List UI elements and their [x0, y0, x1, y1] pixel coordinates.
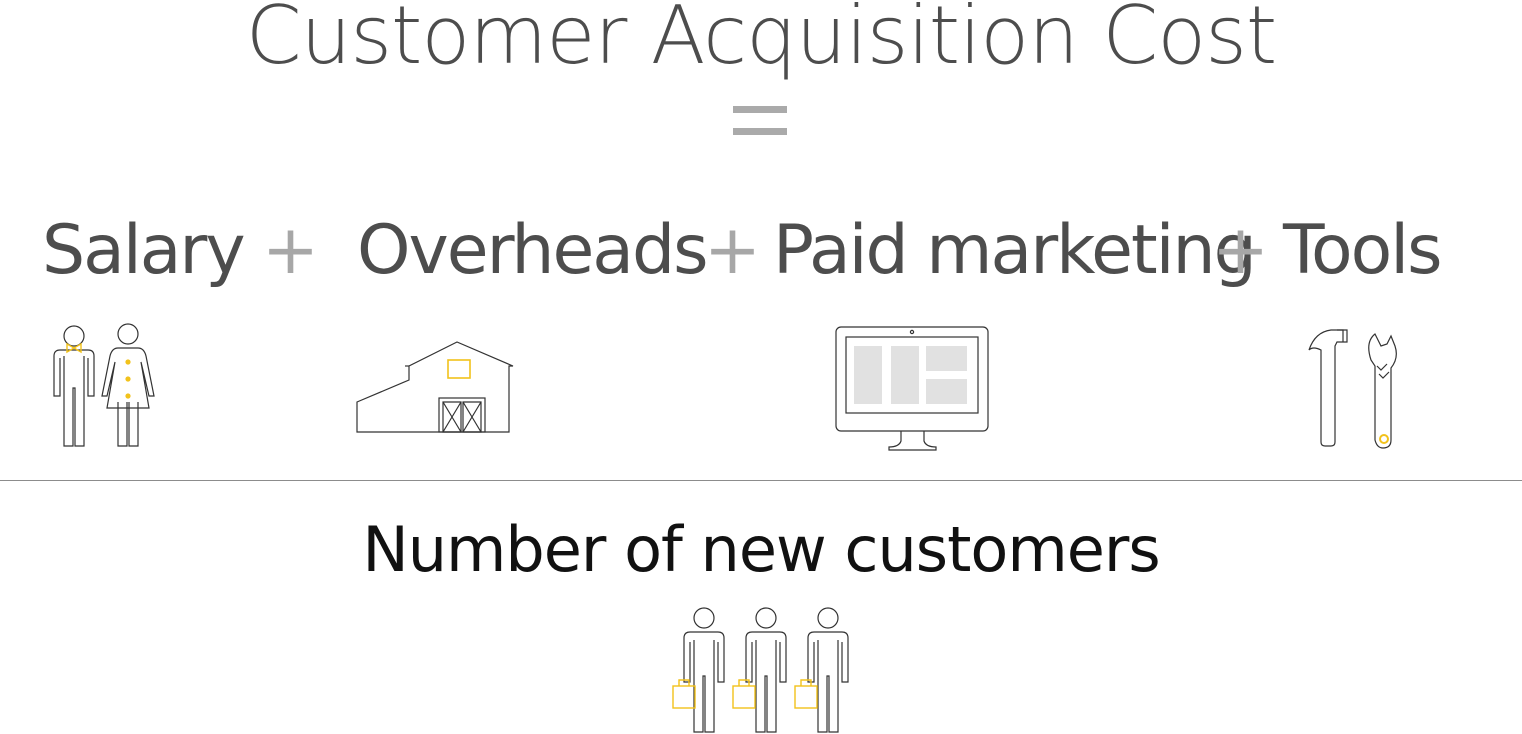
plus-operator: +	[262, 211, 319, 290]
page-title: Customer Acquisition Cost	[245, 0, 1277, 82]
fraction-divider	[0, 480, 1522, 481]
plus-operator: +	[1212, 211, 1269, 290]
term-paid-marketing: Paid marketing	[773, 211, 1257, 290]
hammer-wrench-icon	[1308, 329, 1397, 449]
couple-icon	[53, 323, 155, 447]
term-tools: Tools	[1283, 211, 1443, 290]
monitor-icon	[835, 326, 989, 451]
term-overheads: Overheads	[357, 211, 709, 290]
equals-icon	[733, 100, 787, 138]
shoppers-icon	[672, 607, 849, 733]
plus-operator: +	[704, 211, 761, 290]
barn-icon	[356, 341, 514, 433]
term-salary: Salary	[42, 211, 246, 290]
denominator-label: Number of new customers	[362, 513, 1160, 586]
